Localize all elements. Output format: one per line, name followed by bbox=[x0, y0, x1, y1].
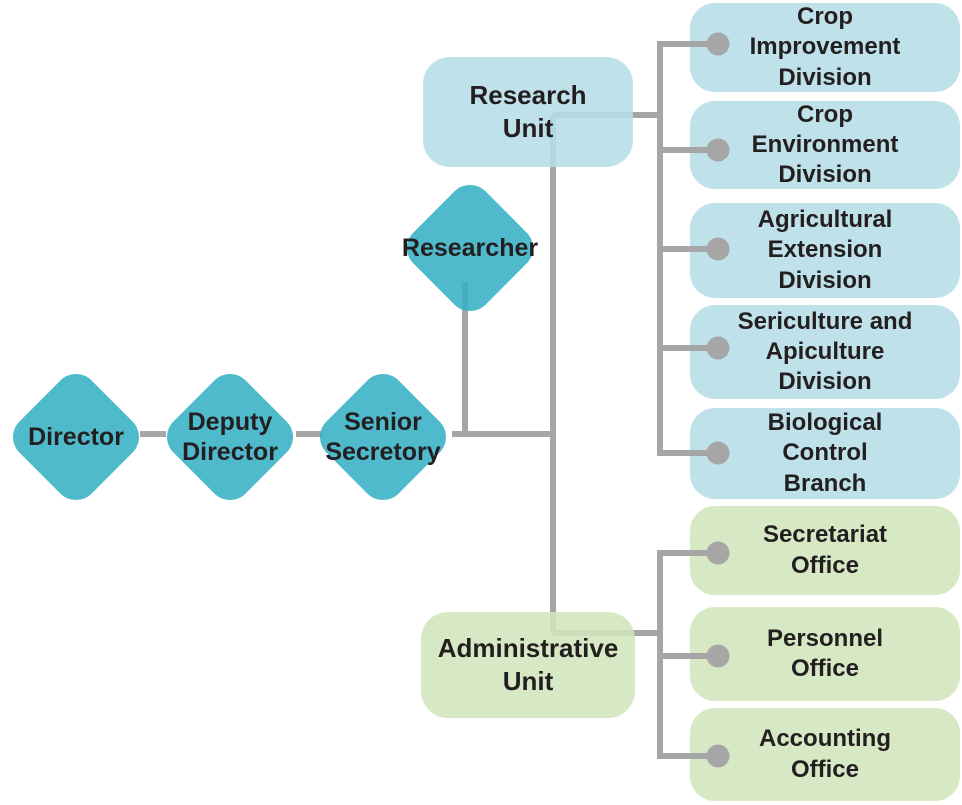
node-deputy-director: Deputy Director bbox=[157, 364, 303, 510]
node-label: Researcher bbox=[401, 234, 539, 262]
node-accounting-office: Accounting Office bbox=[690, 708, 960, 801]
node-personnel-office: Personnel Office bbox=[690, 607, 960, 701]
node-senior-secretory: Senior Secretory bbox=[310, 364, 456, 510]
node-label: Deputy Director bbox=[182, 408, 278, 466]
node-researcher: Researcher bbox=[397, 175, 543, 321]
node-crop-environment-division: Crop Environment Division bbox=[690, 101, 960, 189]
node-label: Senior Secretory bbox=[325, 408, 441, 466]
node-label: Director bbox=[28, 423, 124, 451]
node-crop-improvement-division: Crop Improvement Division bbox=[690, 3, 960, 92]
node-sericulture-apiculture-division: Sericulture and Apiculture Division bbox=[690, 305, 960, 399]
node-director: Director bbox=[3, 364, 149, 510]
node-administrative-unit: Administrative Unit bbox=[421, 612, 635, 718]
node-biological-control-branch: Biological Control Branch bbox=[690, 408, 960, 499]
node-research-unit: Research Unit bbox=[423, 57, 633, 167]
node-agricultural-extension-division: Agricultural Extension Division bbox=[690, 203, 960, 298]
node-secretariat-office: Secretariat Office bbox=[690, 506, 960, 595]
